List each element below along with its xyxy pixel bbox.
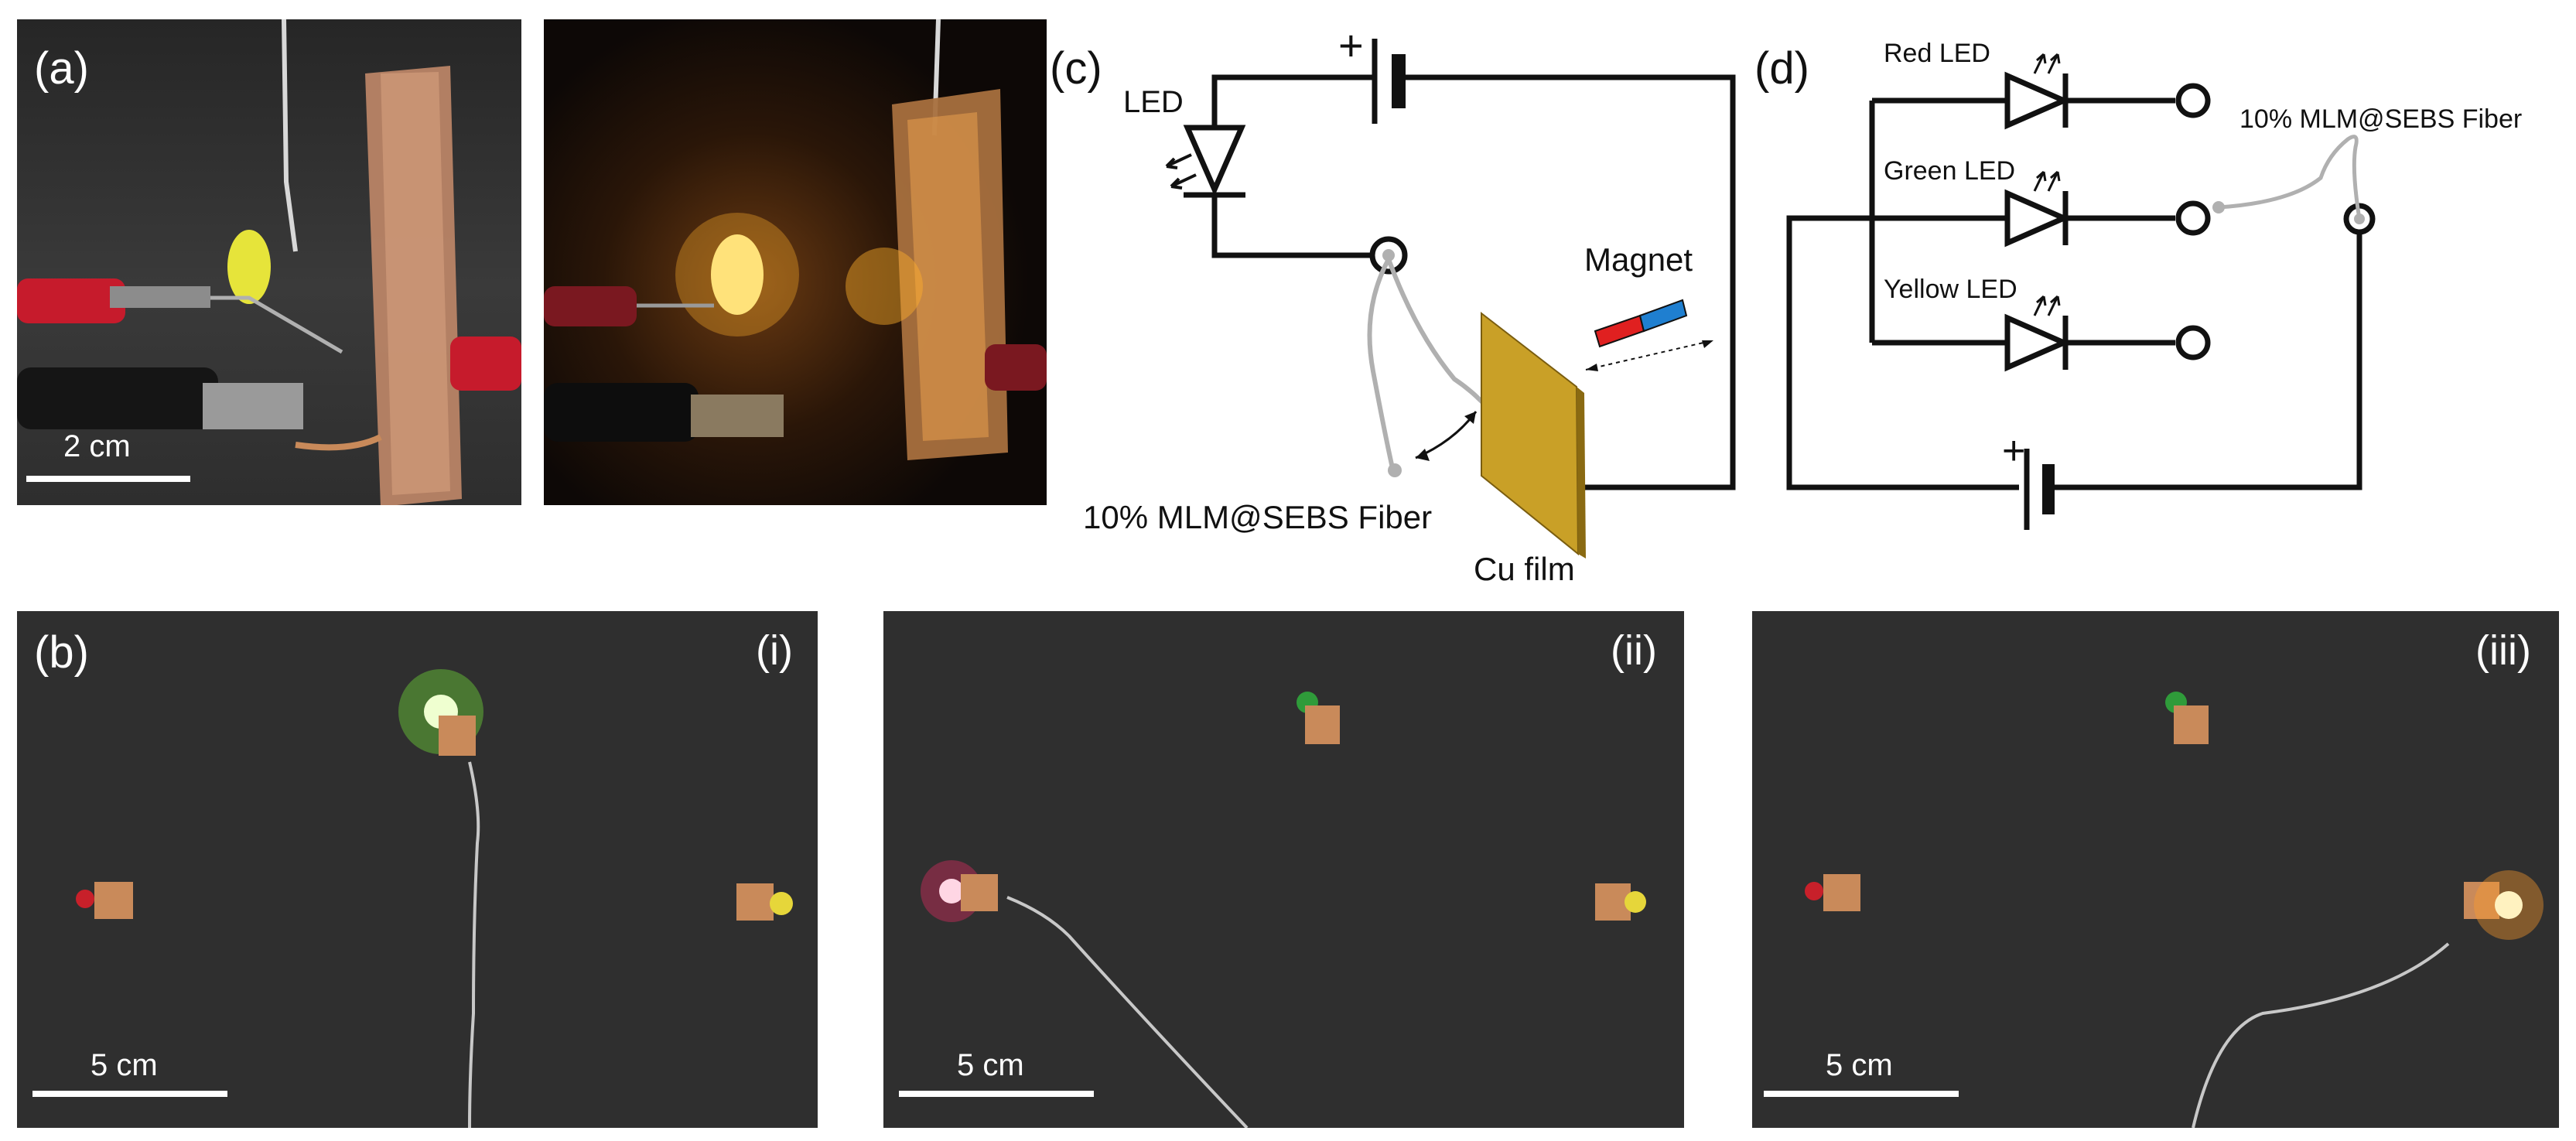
fiber-c-relaxed (1367, 258, 1395, 469)
fiber-d-end (2212, 201, 2225, 214)
fiber-c-motion-arrow (1415, 411, 1478, 459)
led-label-red: Red LED (1884, 39, 1990, 68)
terminal-c-fiber-end (1382, 249, 1395, 261)
wire-c-bottom-left (1211, 197, 1371, 258)
scale-bar-b-i (32, 1091, 227, 1097)
wire-c-right (1399, 74, 1736, 490)
magnet-arrowhead-right (1702, 340, 1713, 348)
photo-a-off: (a) 2 cm (17, 19, 521, 505)
led-label-c: LED (1123, 85, 1184, 119)
terminal-d-fiber-end (2354, 214, 2365, 224)
photo-b-i-scene (76, 669, 793, 1128)
fiber-label-d: 10% MLM@SEBS Fiber (2239, 104, 2522, 134)
cu-film-edge (1577, 387, 1586, 559)
wire-c-top-left (1211, 74, 1375, 128)
panel-d-label: (d) (1754, 43, 1809, 94)
subpanel-label-ii: (ii) (1611, 627, 1657, 674)
wire-d-right-return (2050, 219, 2362, 490)
photo-a-off-scene (17, 19, 521, 505)
magnet-blue-pole (1638, 299, 1688, 333)
led-label-green: Green LED (1884, 156, 2015, 186)
subpanel-label-iii: (iii) (2475, 627, 2531, 674)
battery-plus-c: + (1338, 21, 1364, 70)
led-c-emission-1 (1165, 153, 1192, 169)
battery-plus-d: + (2002, 429, 2025, 473)
panel-b-label: (b) (34, 627, 89, 678)
led-branch-red (1872, 53, 2211, 130)
photo-a-on (544, 19, 1047, 505)
photo-b-ii-scene (921, 692, 1646, 1128)
photo-b-i: (b) (i) 5 cm (17, 611, 818, 1128)
fiber-c-motion-arrowhead-2 (1464, 412, 1476, 424)
photo-b-iii: (iii) 5 cm (1752, 611, 2559, 1128)
scale-text-a: 2 cm (63, 429, 131, 463)
panel-a-label: (a) (34, 43, 89, 94)
scale-text-b-iii: 5 cm (1826, 1048, 1893, 1082)
photo-b-ii: (ii) 5 cm (883, 611, 1684, 1128)
led-c-triangle (1183, 125, 1246, 196)
wire-d-left-return (1786, 215, 2019, 490)
cu-film-label: Cu film (1474, 551, 1575, 587)
cu-film (1481, 311, 1580, 556)
magnet-red-pole (1594, 314, 1645, 348)
scale-bar-b-ii (899, 1091, 1094, 1097)
magnet-arrowhead-left (1586, 364, 1598, 371)
led-c-emission-2 (1170, 173, 1197, 190)
fiber-c-motion-arrowhead-1 (1416, 449, 1430, 461)
scale-bar-b-iii (1764, 1091, 1959, 1097)
fiber-c-end-2 (1519, 463, 1532, 477)
magnet-label: Magnet (1584, 241, 1693, 278)
magnet-motion-line (1585, 340, 1714, 371)
fiber-label-c: 10% MLM@SEBS Fiber (1083, 499, 1432, 535)
photo-a-on-scene (544, 19, 1047, 460)
scale-text-b-i: 5 cm (91, 1048, 158, 1082)
led-branch-yellow (1872, 295, 2211, 372)
panel-c-label: (c) (1050, 43, 1102, 94)
scale-bar-a (26, 476, 190, 482)
fiber-d (2218, 135, 2362, 220)
terminal-d (2343, 203, 2376, 235)
scale-text-b-ii: 5 cm (957, 1048, 1024, 1082)
photo-b-iii-scene (1805, 692, 2544, 1128)
fiber-c-end-1 (1388, 463, 1402, 477)
fiber-c-contact (1386, 258, 1528, 470)
led-label-yellow: Yellow LED (1884, 275, 2017, 304)
terminal-c (1369, 236, 1408, 275)
led-branch-green (1872, 170, 2211, 248)
subpanel-label-i: (i) (756, 627, 793, 674)
